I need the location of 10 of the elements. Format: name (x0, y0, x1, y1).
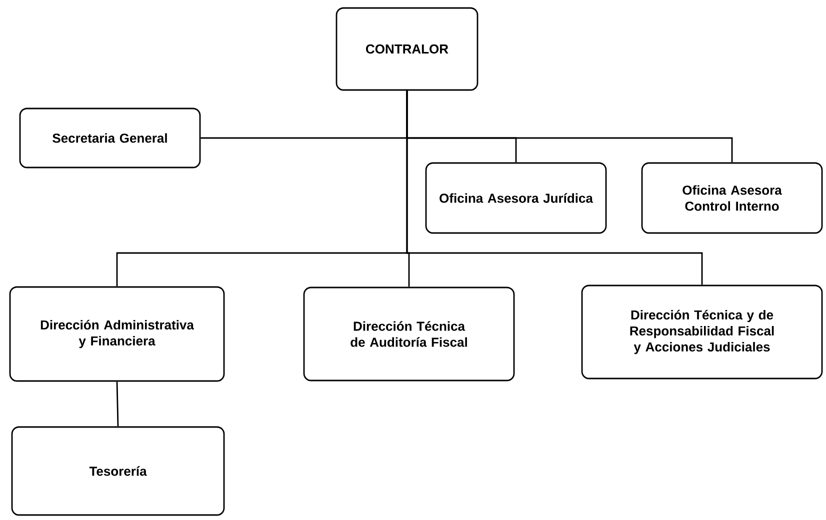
org-box: Tesorería (11, 426, 225, 516)
connector-line (116, 382, 119, 426)
org-box: Dirección Administrativa y Financiera (9, 286, 225, 382)
org-box: Dirección Técnica y de Responsabilidad Fiscal y Acciones Judiciales (581, 284, 823, 380)
org-box: CONTRALOR (336, 7, 478, 91)
org-box: Oficina Asesora Control Interno (641, 162, 823, 234)
org-box: Dirección Técnica de Auditoría Fiscal (303, 286, 515, 382)
org-box: Oficina Asesora Jurídica (425, 162, 607, 234)
org-box: Secretaria General (19, 108, 201, 168)
connector-line (406, 90, 703, 285)
